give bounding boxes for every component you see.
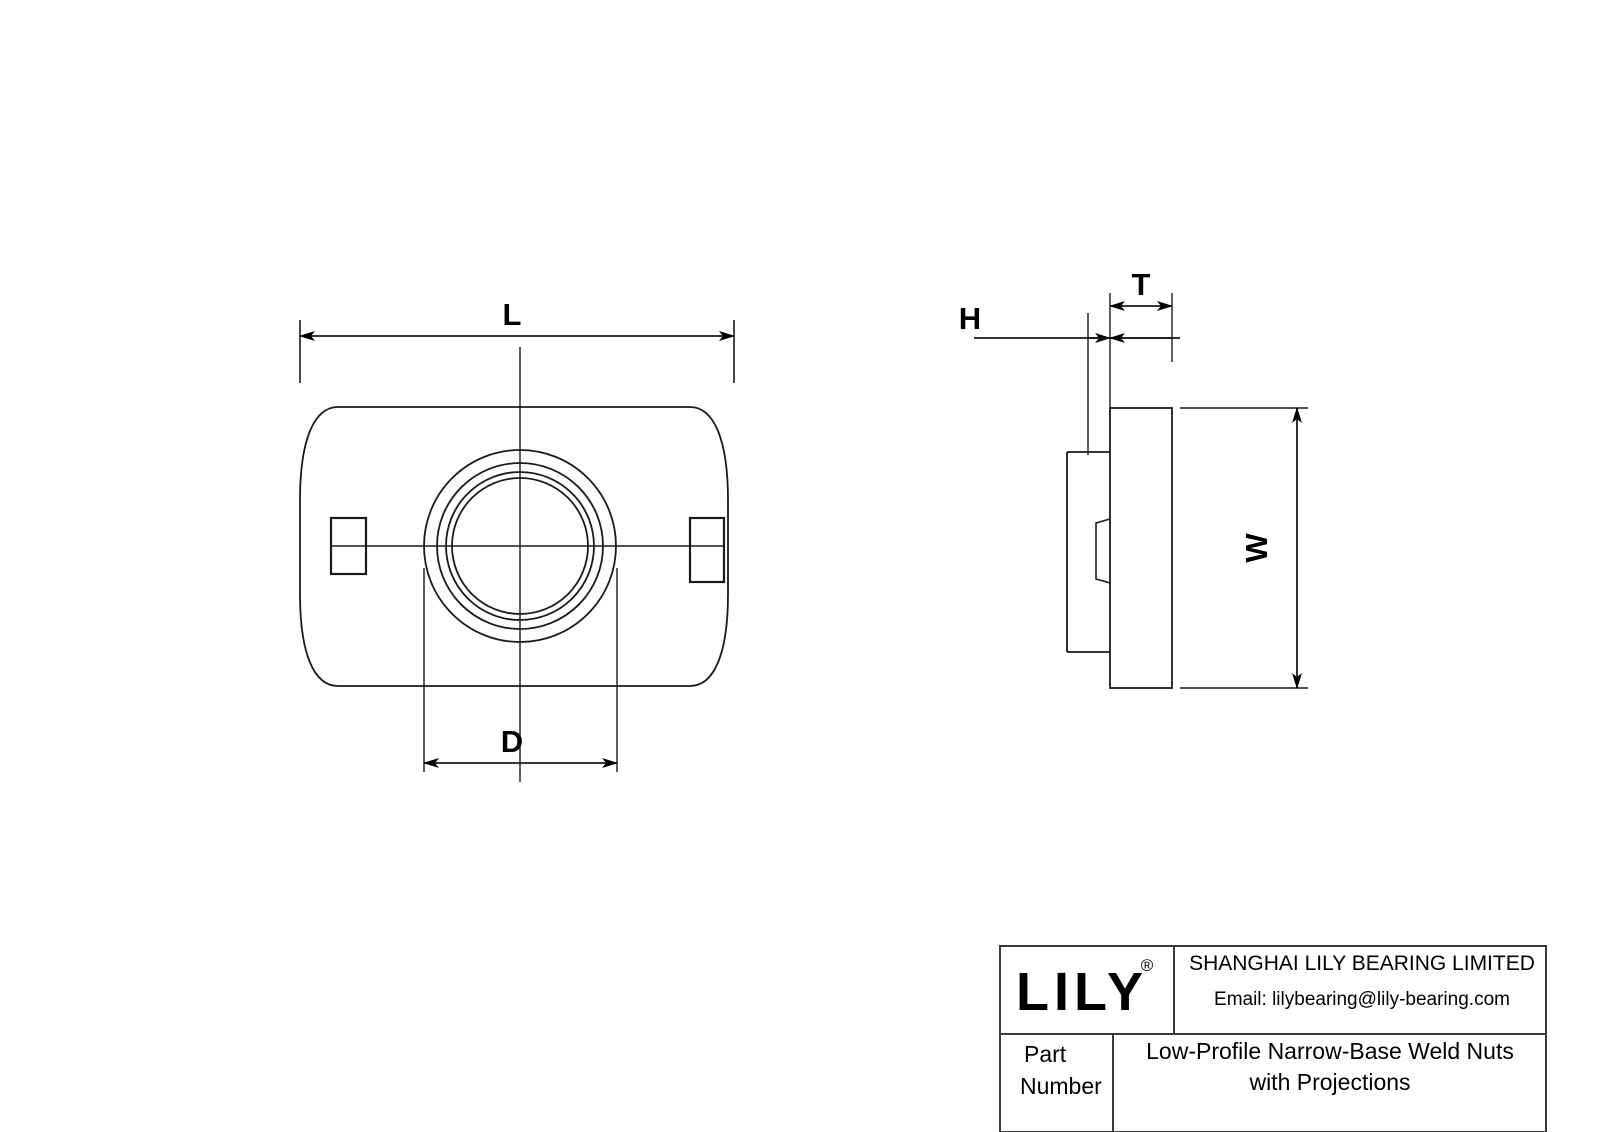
side-view-bore-profile	[1095, 518, 1111, 584]
part-number-label-line2: Number	[1020, 1073, 1102, 1099]
part-description-line1: Low-Profile Narrow-Base Weld Nuts	[1146, 1038, 1514, 1064]
side-view: H T W	[959, 267, 1308, 689]
dim-D-label: D	[501, 724, 523, 759]
part-number-label-line1: Part	[1024, 1041, 1067, 1067]
front-view: L D	[299, 297, 735, 782]
front-view-body-outline	[299, 406, 729, 687]
dim-W-label: W	[1239, 533, 1274, 563]
title-block-frame	[999, 945, 1547, 1132]
dim-L-label: L	[503, 297, 522, 332]
dim-H-label: H	[959, 301, 981, 336]
company-email: Email: lilybearing@lily-bearing.com	[1214, 989, 1510, 1010]
company-name: SHANGHAI LILY BEARING LIMITED	[1189, 952, 1535, 975]
right-weld-projection	[688, 516, 726, 584]
lily-logo-text: LILY	[1016, 962, 1148, 1022]
registered-trademark-icon: ®	[1141, 956, 1154, 975]
part-description-line2: with Projections	[1248, 1069, 1410, 1095]
title-block: LILY ® SHANGHAI LILY BEARING LIMITED Ema…	[999, 945, 1547, 1132]
dim-T-label: T	[1132, 267, 1151, 302]
side-view-base-body	[1066, 451, 1110, 653]
side-view-flange-plate	[1109, 407, 1173, 689]
